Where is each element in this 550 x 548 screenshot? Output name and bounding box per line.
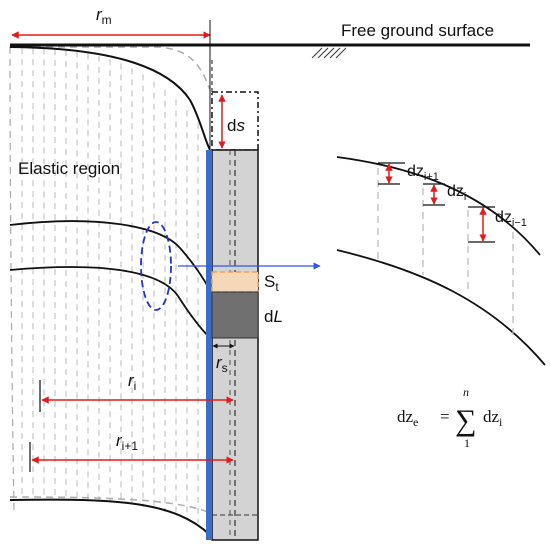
eq-sigma: ∑: [455, 404, 476, 437]
label-rm: rm: [96, 5, 112, 27]
eq-lhs: dze: [397, 407, 418, 429]
initial-profile-bottom: [9, 496, 209, 513]
inset-curve-lower: [336, 249, 546, 366]
inset-step-lines: [378, 162, 495, 243]
settlement-curve-bottom: [9, 498, 211, 536]
label-dz-i: dzi: [447, 183, 466, 203]
settlement-curve-lower: [9, 266, 211, 339]
stress-ellipse: [140, 221, 172, 311]
label-dz-im1: dzi−1: [495, 209, 527, 229]
label-ground-surface: Free ground surface: [341, 21, 494, 40]
pile-skin: [206, 150, 212, 540]
ground-hatch-marks: [311, 47, 347, 59]
inset-guide-lines: [377, 168, 514, 338]
label-ri1: ri+1: [116, 431, 138, 453]
eq-equals: =: [440, 407, 450, 426]
label-dL: dL: [264, 307, 283, 326]
label-ri: ri: [128, 371, 136, 393]
eq-lower-limit: 1: [464, 436, 470, 450]
eq-upper-limit: n: [463, 385, 469, 399]
label-rs: rs: [216, 353, 228, 375]
summation-equation: dze = n ∑ 1 dzi: [397, 385, 503, 450]
shear-zone-box: [211, 271, 259, 293]
initial-profile-top: [10, 46, 211, 91]
label-elastic-region: Elastic region: [18, 159, 120, 178]
inset-curve-upper: [336, 156, 541, 256]
settled-ground-curve: [9, 46, 211, 151]
soil-hatching: [21, 48, 199, 523]
elastic-boundary-dashed: [9, 46, 15, 511]
label-dz-i1: dzi+1: [407, 163, 439, 183]
slice-dL: [211, 291, 259, 339]
eq-rhs: dzi: [483, 407, 503, 429]
label-St: St: [264, 272, 279, 294]
label-ds: ds: [227, 116, 245, 135]
